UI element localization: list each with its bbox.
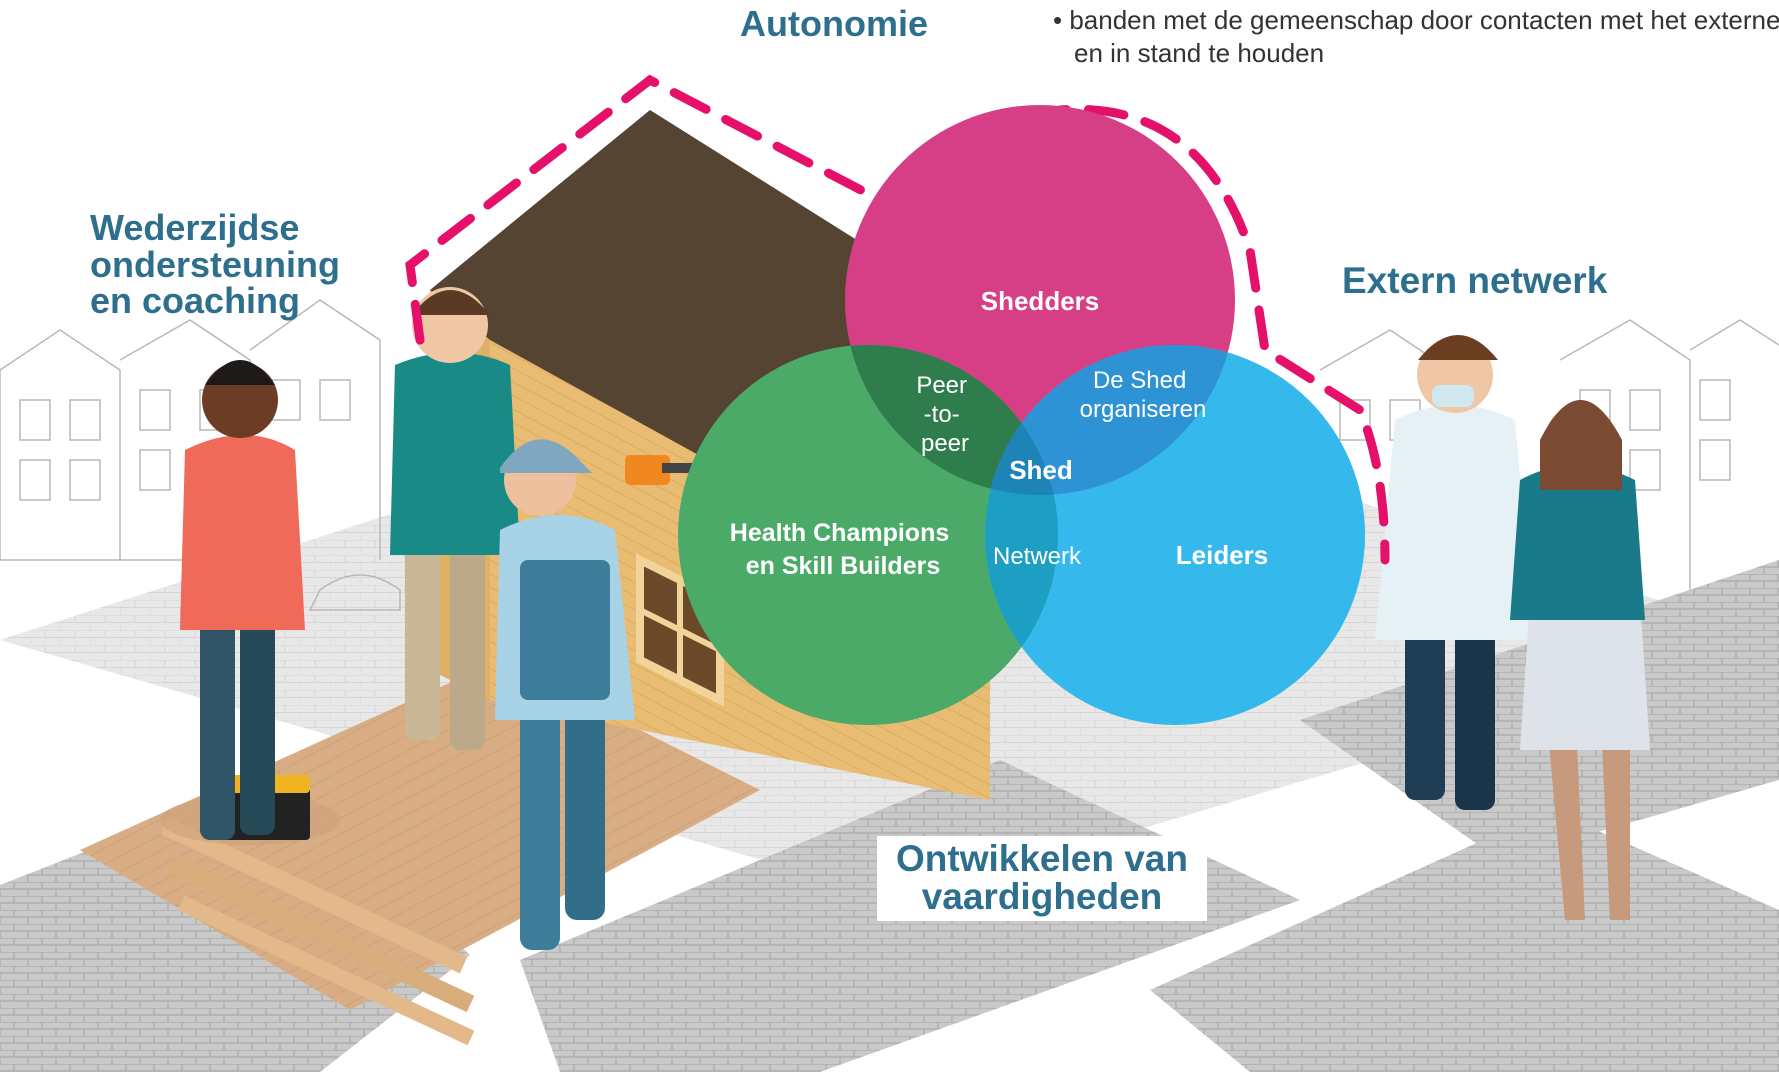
label-extern-netwerk: Extern netwerk [1342, 260, 1608, 301]
de-shed-line1: De Shed [1093, 367, 1186, 394]
de-shed-line2: organiseren [1080, 396, 1207, 423]
person-doctor [1375, 335, 1535, 810]
label-autonomie: Autonomie [740, 3, 928, 44]
venn-label-leiders: Leiders [1176, 540, 1269, 570]
bullet-line2: en in stand te houden [1074, 37, 1325, 68]
bullet-dot-icon: • [1053, 5, 1070, 35]
venn-diagram: Shedders Health Champions en Skill Build… [678, 105, 1365, 725]
peer-line3: peer [921, 430, 969, 457]
peer-line2: -to- [924, 401, 960, 428]
top-bullet-text: • banden met de gemeenschap door contact… [1053, 4, 1779, 69]
person-teal-shirt [390, 287, 520, 750]
venn-label-de-shed-organiseren: De Shed organiseren [1080, 367, 1207, 423]
ontwikkelen-line2: vaardigheden [921, 875, 1163, 917]
person-worker-with-drill [495, 439, 692, 950]
ontwikkelen-line1: Ontwikkelen van [896, 838, 1188, 879]
health-champions-line1: Health Champions [730, 519, 949, 547]
venn-label-shedders: Shedders [981, 286, 1100, 316]
venn-label-netwerk: Netwerk [993, 543, 1082, 570]
label-wederzijdse-ondersteuning: Wederzijdse ondersteuning en coaching [90, 207, 340, 322]
venn-label-health-champions: Health Champions en Skill Builders [730, 519, 956, 580]
bullet-line1: • banden met de gemeenschap door contact… [1053, 4, 1779, 37]
health-champions-line2: en Skill Builders [746, 552, 941, 580]
bullet-line1-text: banden met de gemeenschap door contacten… [1069, 5, 1779, 35]
wederzijdse-line3: en coaching [90, 280, 301, 322]
wederzijdse-line1: Wederzijdse [90, 207, 300, 248]
person-orange-shirt [160, 360, 340, 845]
peer-line1: Peer [916, 372, 967, 399]
label-ontwikkelen-van-vaardigheden: Ontwikkelen van vaardigheden [877, 836, 1207, 922]
wederzijdse-line2: ondersteuning [90, 243, 340, 285]
venn-label-shed: Shed [1009, 455, 1073, 485]
person-woman [1510, 400, 1650, 920]
venn-label-peer-to-peer: Peer -to- peer [916, 372, 973, 457]
